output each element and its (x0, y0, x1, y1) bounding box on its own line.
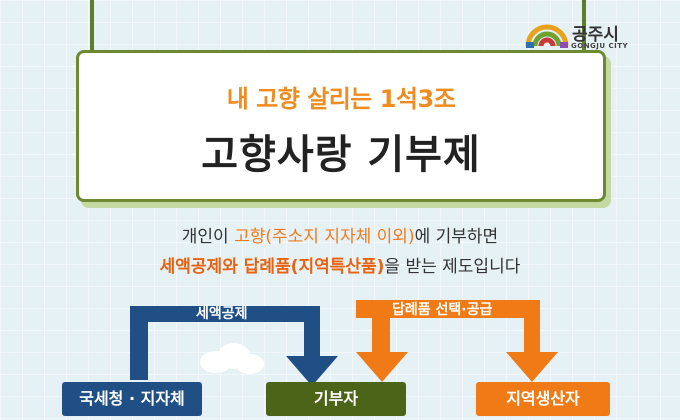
logo-subtitle: GONGJU CITY (571, 42, 629, 50)
description-line-1: 개인이 고향(주소지 지자체 이외)에 기부하면 (0, 222, 680, 247)
box-local-producer: 지역생산자 (476, 382, 610, 416)
desc-line2-highlight: 세액공제와 답례품(지역특산품) (159, 257, 385, 277)
sign-subtitle: 내 고향 살리는 1석3조 (226, 85, 456, 113)
desc-line1-pre: 개인이 (181, 227, 235, 247)
title-sign-board: 내 고향 살리는 1석3조 고향사랑 기부제 (76, 50, 606, 202)
sign-title: 고향사랑 기부제 (201, 132, 481, 178)
gongju-city-logo: 공주시 GONGJU CITY (524, 8, 644, 52)
box-tax-office: 국세청 · 지자체 (62, 382, 202, 416)
box-donor: 기부자 (266, 382, 406, 416)
description-line-2: 세액공제와 답례품(지역특산품)을 받는 제도입니다 (0, 252, 680, 277)
gongju-logo-mark-icon (525, 24, 569, 48)
tax-credit-arrow (130, 306, 338, 386)
tax-credit-label: 세액공제 (196, 306, 248, 322)
desc-line1-post: 에 기부하면 (414, 227, 499, 247)
desc-line1-highlight: 고향(주소지 지자체 이외) (234, 227, 415, 247)
gift-supply-label: 답례품 선택·공급 (392, 302, 493, 318)
cloud-decoration-icon (200, 343, 264, 374)
desc-line2-post: 을 받는 제도입니다 (384, 257, 521, 277)
logo-name: 공주시 (572, 25, 619, 45)
gift-supply-arrow (356, 300, 558, 382)
